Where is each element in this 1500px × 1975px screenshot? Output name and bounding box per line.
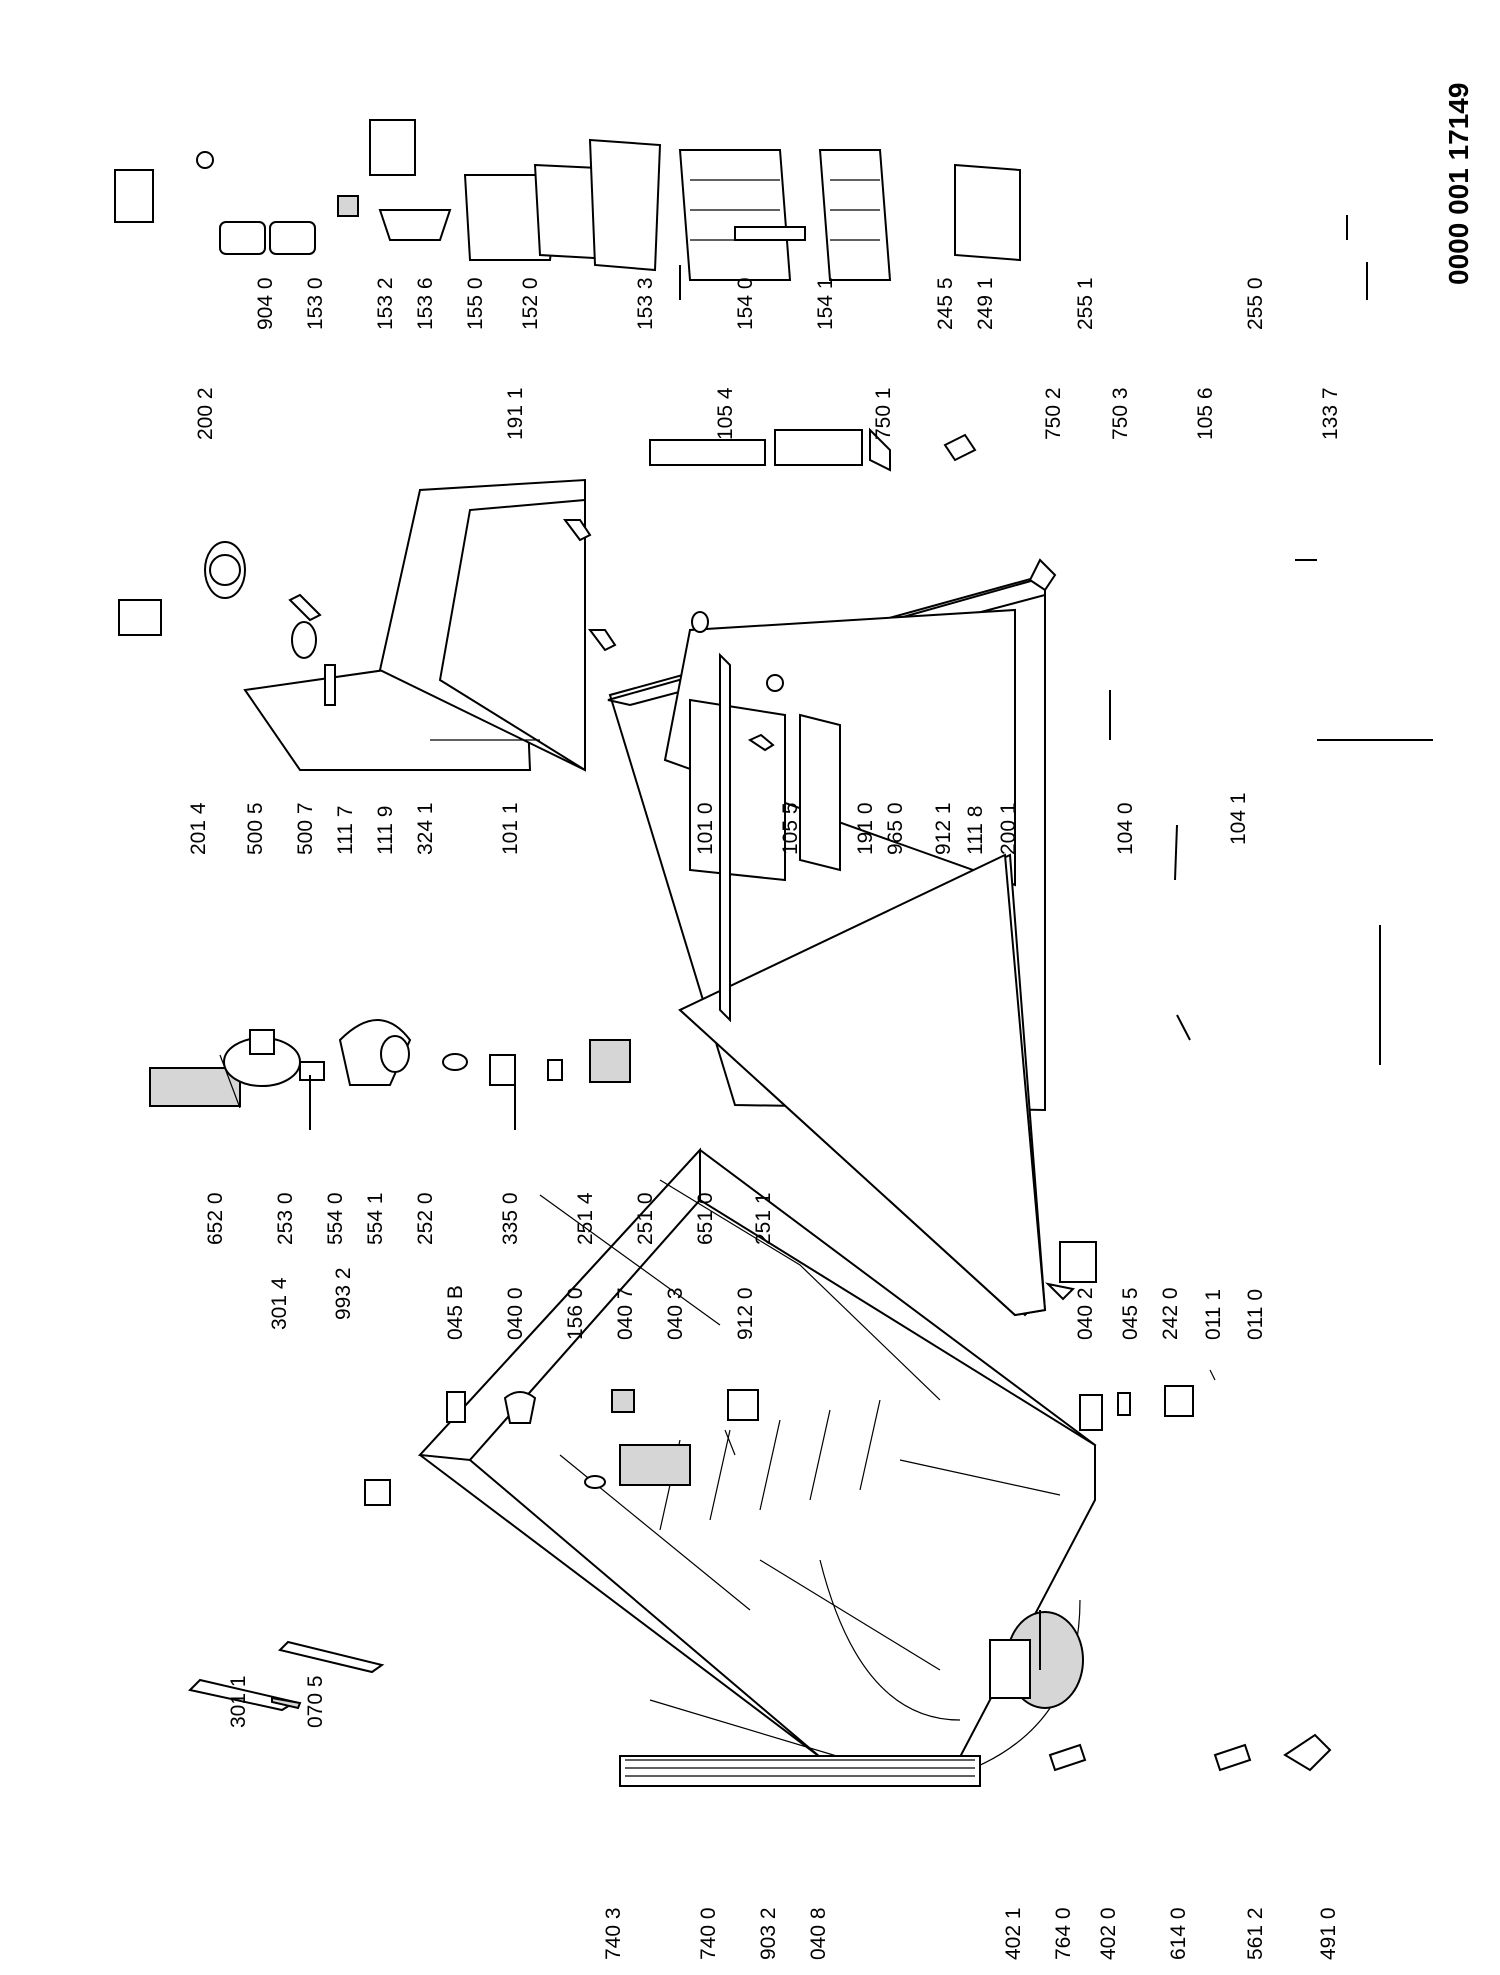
label-255-0: 255 0 — [1244, 277, 1267, 330]
label-154-0: 154 0 — [734, 277, 757, 330]
label-155-0: 155 0 — [464, 277, 487, 330]
label-301-4: 301 4 — [268, 1277, 291, 1330]
label-750-1: 750 1 — [872, 387, 895, 440]
label-011-0: 011 0 — [1244, 1289, 1267, 1340]
label-200-2: 200 2 — [194, 387, 217, 440]
compressor — [989, 1611, 1084, 1709]
label-500-5: 500 5 — [244, 802, 267, 855]
label-156-0: 156 0 — [564, 1287, 587, 1340]
top-cover-strips — [187, 1640, 385, 1712]
label-251-1: 251 1 — [752, 1192, 775, 1245]
label-040-2: 040 2 — [1074, 1287, 1097, 1340]
label-101-1: 101 1 — [499, 802, 522, 855]
label-965-0: 965 0 — [884, 802, 907, 855]
label-045-5: 045 5 — [1119, 1287, 1142, 1340]
label-750-3: 750 3 — [1109, 387, 1132, 440]
label-153-0: 153 0 — [304, 277, 327, 330]
small-cabinet-parts — [364, 1241, 1332, 1772]
label-912-1: 912 1 — [932, 802, 955, 855]
label-335-0: 335 0 — [499, 1192, 522, 1245]
label-324-1: 324 1 — [414, 802, 437, 855]
label-402-0: 402 0 — [1097, 1907, 1120, 1960]
control-parts — [149, 1019, 631, 1109]
door-trim-strip — [719, 652, 731, 1023]
label-101-0: 101 0 — [694, 802, 717, 855]
outer-door-panel — [678, 853, 1047, 1317]
label-040-0: 040 0 — [504, 1287, 527, 1340]
label-750-2: 750 2 — [1042, 387, 1065, 440]
door-accessories — [196, 119, 1021, 281]
label-040-7: 040 7 — [614, 1287, 637, 1340]
label-070-5: 070 5 — [304, 1675, 327, 1728]
label-652-0: 652 0 — [204, 1192, 227, 1245]
label-111-8: 111 8 — [964, 806, 987, 855]
label-040-8: 040 8 — [807, 1907, 830, 1960]
label-561-2: 561 2 — [1244, 1907, 1267, 1960]
label-191-0: 191 0 — [854, 802, 877, 855]
label-740-3: 740 3 — [602, 1907, 625, 1960]
label-242-0: 242 0 — [1159, 1287, 1182, 1340]
label-554-1: 554 1 — [364, 1192, 387, 1245]
label-764-0: 764 0 — [1052, 1907, 1075, 1960]
label-105-6: 105 6 — [1194, 387, 1217, 440]
label-245-5: 245 5 — [934, 277, 957, 330]
label-153-3: 153 3 — [634, 277, 657, 330]
label-500-7: 500 7 — [294, 802, 317, 855]
label-104-1: 104 1 — [1227, 792, 1250, 845]
label-301-1: 301 1 — [227, 1675, 250, 1728]
leader-lines — [309, 215, 1433, 1670]
label-614-0: 614 0 — [1167, 1907, 1190, 1960]
hinge-parts — [114, 169, 1057, 752]
label-491-0: 491 0 — [1317, 1907, 1340, 1960]
label-191-1: 191 1 — [504, 387, 527, 440]
label-045-b: 045 B — [444, 1285, 467, 1340]
label-255-1: 255 1 — [1074, 277, 1097, 330]
label-154-1: 154 1 — [814, 277, 837, 330]
label-133-7: 133 7 — [1319, 387, 1342, 440]
label-011-1: 011 1 — [1202, 1289, 1225, 1340]
label-912-0: 912 0 — [734, 1287, 757, 1340]
label-252-0: 252 0 — [414, 1192, 437, 1245]
label-651-0: 651 0 — [694, 1192, 717, 1245]
label-040-3: 040 3 — [664, 1287, 687, 1340]
label-903-2: 903 2 — [757, 1907, 780, 1960]
label-402-1: 402 1 — [1002, 1907, 1025, 1960]
part-labels: 301 1 070 5 301 4 993 2 045 B 040 0 156 … — [187, 83, 1474, 1960]
label-105-5: 105 5 — [779, 802, 802, 855]
freezer-door-assembly — [243, 478, 586, 772]
label-251-4: 251 4 — [574, 1192, 597, 1245]
label-554-0: 554 0 — [324, 1192, 347, 1245]
label-111-9: 111 9 — [374, 806, 397, 855]
label-740-0: 740 0 — [697, 1907, 720, 1960]
label-904-0: 904 0 — [254, 277, 277, 330]
label-105-4: 105 4 — [714, 387, 737, 440]
label-153-6: 153 6 — [414, 277, 437, 330]
label-249-1: 249 1 — [974, 277, 997, 330]
label-200-1: 200 1 — [997, 802, 1020, 855]
label-153-2: 153 2 — [374, 277, 397, 330]
label-152-0: 152 0 — [519, 277, 542, 330]
label-111-7: 111 7 — [334, 806, 357, 855]
condenser-grille — [619, 1755, 981, 1787]
cabinet-body — [417, 1147, 1097, 1781]
drawing-number: 0000 001 17149 — [1443, 83, 1474, 285]
label-251-0: 251 0 — [634, 1192, 657, 1245]
label-253-0: 253 0 — [274, 1192, 297, 1245]
label-201-4: 201 4 — [187, 802, 210, 855]
label-104-0: 104 0 — [1114, 802, 1137, 855]
thermostat-module — [649, 427, 891, 472]
label-993-2: 993 2 — [332, 1267, 355, 1320]
